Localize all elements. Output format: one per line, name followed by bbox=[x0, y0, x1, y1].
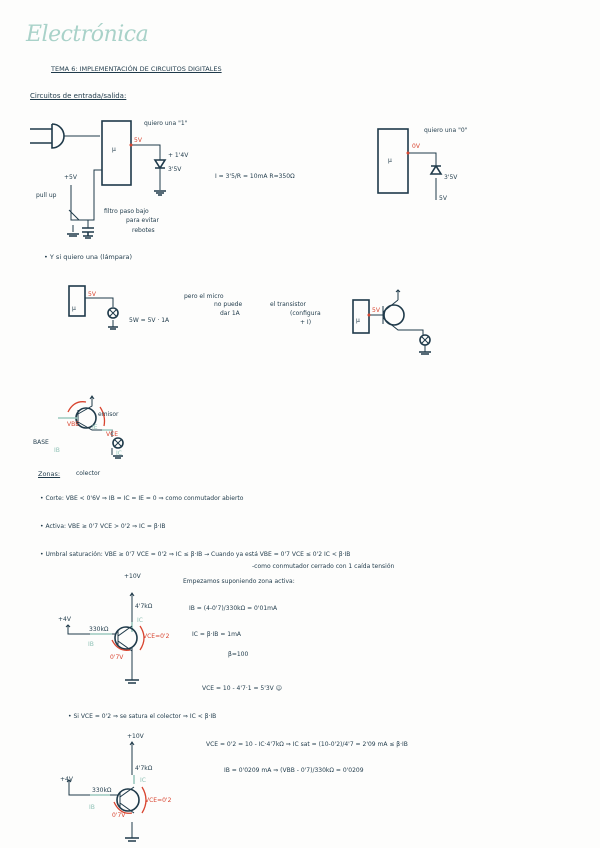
label-ic: IC bbox=[137, 617, 143, 624]
transistor-lamp-circuit bbox=[352, 289, 431, 355]
note-transistor-2: (configura bbox=[290, 310, 321, 317]
label-5v: 5V bbox=[439, 195, 447, 202]
label-emisor: emisor bbox=[98, 411, 119, 418]
label-led-drop: + 1'4V bbox=[168, 152, 189, 159]
label-5v: 5V bbox=[88, 291, 96, 298]
micro-label: μ bbox=[388, 157, 392, 164]
topic-heading: TEMA 6: IMPLEMENTACIÓN DE CIRCUITOS DIGI… bbox=[51, 65, 222, 73]
section-heading: Circuitos de entrada/salida: bbox=[30, 92, 127, 100]
power-equation: 5W = 5V · 1A bbox=[129, 317, 170, 324]
note-filter-3: rebotes bbox=[132, 227, 155, 234]
lamp-circuit bbox=[68, 285, 119, 330]
zone-corte: • Corte: VBE < 0'6V ⇒ IB = IC = IE = 0 ⇒… bbox=[40, 495, 244, 502]
page-title: Electrónica bbox=[26, 22, 149, 47]
formula-current: I = 3'5/R = 10mA R=350Ω bbox=[215, 173, 295, 180]
label-ib: IB bbox=[88, 641, 94, 648]
note-filter: filtro paso bajo bbox=[104, 208, 149, 215]
micro-label: μ bbox=[72, 305, 76, 312]
label-rb: 330kΩ bbox=[89, 626, 109, 633]
note-micro-2: no puede bbox=[214, 301, 243, 308]
eq-ic-sat: VCE = 0'2 = 10 - IC·4'7kΩ ⇒ IC sat = (10… bbox=[206, 741, 408, 748]
label-pull-up: pull up bbox=[36, 192, 57, 199]
output-zero-circuit bbox=[377, 128, 443, 200]
label-ib: IB bbox=[54, 447, 60, 454]
eq-beta: β=100 bbox=[228, 651, 249, 658]
saturation-note: • Si VCE = 0'2 ⇒ se satura el colector ⇒… bbox=[68, 713, 217, 720]
intro-active: Empezamos suponiendo zona activa: bbox=[183, 578, 295, 585]
label-vce: VCE=0'2 bbox=[143, 633, 170, 640]
bias-circuit-saturation bbox=[66, 741, 147, 842]
label-4v: +4V bbox=[58, 616, 71, 623]
note-micro: pero el micro bbox=[184, 293, 224, 300]
label-5v: 5V bbox=[372, 307, 380, 314]
micro-label: μ bbox=[112, 146, 116, 153]
label-10v: +10V bbox=[127, 733, 144, 740]
note-micro-3: dar 1A bbox=[220, 310, 240, 317]
eq-ib: IB = (4-0'7)/330kΩ = 0'01mA bbox=[189, 605, 278, 612]
note-want-one: quiero una "1" bbox=[144, 120, 188, 127]
label-rb: 330kΩ bbox=[92, 787, 112, 794]
label-rc: 4'7kΩ bbox=[135, 765, 153, 772]
label-vbe: 0'7V bbox=[110, 654, 124, 661]
label-ie: IE bbox=[92, 424, 98, 431]
bjt-diagram bbox=[58, 395, 124, 459]
zone-activa: • Activa: VBE ≥ 0'7 VCE > 0'2 ⇒ IC = β·I… bbox=[40, 523, 166, 530]
label-3-5v: 3'5V bbox=[168, 166, 182, 173]
label-vce: VCE=0'2 bbox=[145, 797, 172, 804]
bias-circuit-active bbox=[65, 592, 145, 684]
label-ic: IC bbox=[116, 450, 122, 457]
label-vce: VCE bbox=[106, 431, 119, 438]
lamp-question: • Y si quiero una (lámpara) bbox=[44, 253, 133, 261]
label-ic: IC bbox=[140, 777, 146, 784]
label-vbe: 0'7V bbox=[112, 812, 126, 819]
eq-ic: IC = β·IB = 1mA bbox=[192, 631, 242, 638]
label-base: BASE bbox=[33, 439, 49, 446]
micro-label: μ bbox=[356, 317, 360, 324]
eq-ib-sat: IB = 0'0209 mA ⇒ (VBB - 0'7)/330kΩ = 0'0… bbox=[224, 767, 364, 774]
note-want-zero: quiero una "0" bbox=[424, 127, 468, 134]
label-ib: IB bbox=[89, 804, 95, 811]
note-transistor: el transistor bbox=[270, 301, 306, 308]
label-10v: +10V bbox=[124, 573, 141, 580]
label-colector: colector bbox=[76, 470, 101, 477]
zone-umbral: • Umbral saturación: VBE ≥ 0'7 VCE = 0'2… bbox=[40, 551, 351, 558]
label-0v: 0V bbox=[412, 143, 420, 150]
note-filter-2: para evitar bbox=[126, 217, 159, 224]
note-transistor-3: + I) bbox=[300, 319, 312, 326]
zones-heading: Zonas: bbox=[38, 470, 61, 478]
eq-vce: VCE = 10 - 4'7·1 = 5'3V ☺ bbox=[202, 685, 282, 692]
label-4v: +4V bbox=[60, 776, 73, 783]
label-5v: 5V bbox=[134, 137, 142, 144]
input-output-circuit bbox=[30, 120, 167, 239]
zone-umbral-note: -como conmutador cerrado con 1 caída ten… bbox=[252, 563, 395, 570]
label-3-5v: 3'5V bbox=[444, 174, 458, 181]
label-rc: 4'7kΩ bbox=[135, 603, 153, 610]
label-vbe: VBE bbox=[67, 421, 80, 428]
label-plus5v: +5V bbox=[64, 174, 77, 181]
